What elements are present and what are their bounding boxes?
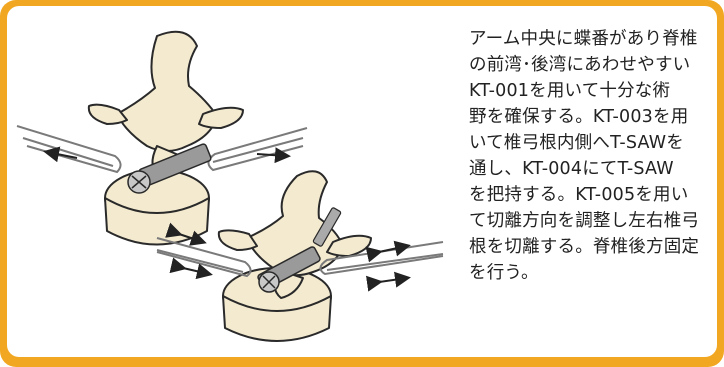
right-arrow-icon — [256, 147, 291, 164]
double-arrow-icon — [165, 222, 411, 292]
lower-tsaw-guide — [257, 207, 342, 293]
upper-tsaw-guide — [127, 143, 212, 194]
card-panel: アーム中央に蝶番があり脊椎 の前湾･後湾にあわせやすい KT-001を用いて十分… — [7, 6, 717, 357]
upper-vertebra — [87, 30, 244, 246]
lower-vertebra — [217, 170, 372, 342]
upper-retractor — [16, 125, 308, 174]
procedure-description: アーム中央に蝶番があり脊椎 の前湾･後湾にあわせやすい KT-001を用いて十分… — [469, 29, 700, 283]
spine-surgery-illustration — [16, 30, 444, 342]
left-arrow-icon — [43, 146, 78, 163]
